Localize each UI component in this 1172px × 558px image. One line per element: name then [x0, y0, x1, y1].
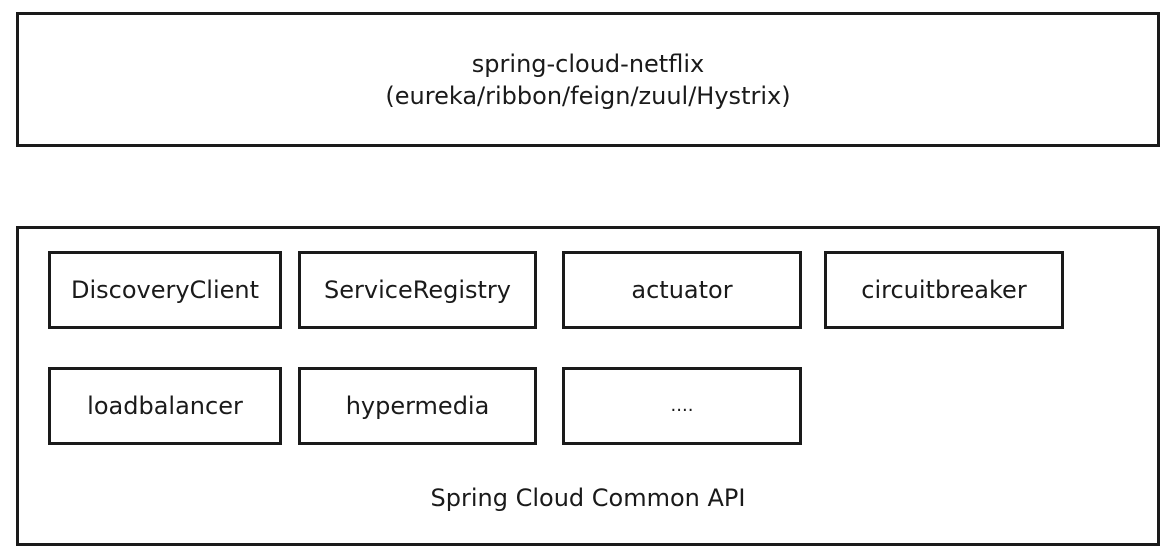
- netflix-components: (eureka/ribbon/feign/zuul/Hystrix): [385, 81, 791, 110]
- common-api-label: Spring Cloud Common API: [430, 484, 746, 512]
- netflix-title: spring-cloud-netflix: [471, 49, 705, 78]
- module-discovery-client: DiscoveryClient: [48, 251, 282, 329]
- module-loadbalancer: loadbalancer: [48, 367, 282, 445]
- spring-cloud-netflix-box: spring-cloud-netflix (eureka/ribbon/feig…: [16, 12, 1160, 147]
- module-more: ....: [562, 367, 802, 445]
- module-hypermedia: hypermedia: [298, 367, 537, 445]
- module-service-registry: ServiceRegistry: [298, 251, 537, 329]
- module-circuitbreaker: circuitbreaker: [824, 251, 1064, 329]
- spring-cloud-common-api-box: DiscoveryClient ServiceRegistry actuator…: [16, 226, 1160, 546]
- module-actuator: actuator: [562, 251, 802, 329]
